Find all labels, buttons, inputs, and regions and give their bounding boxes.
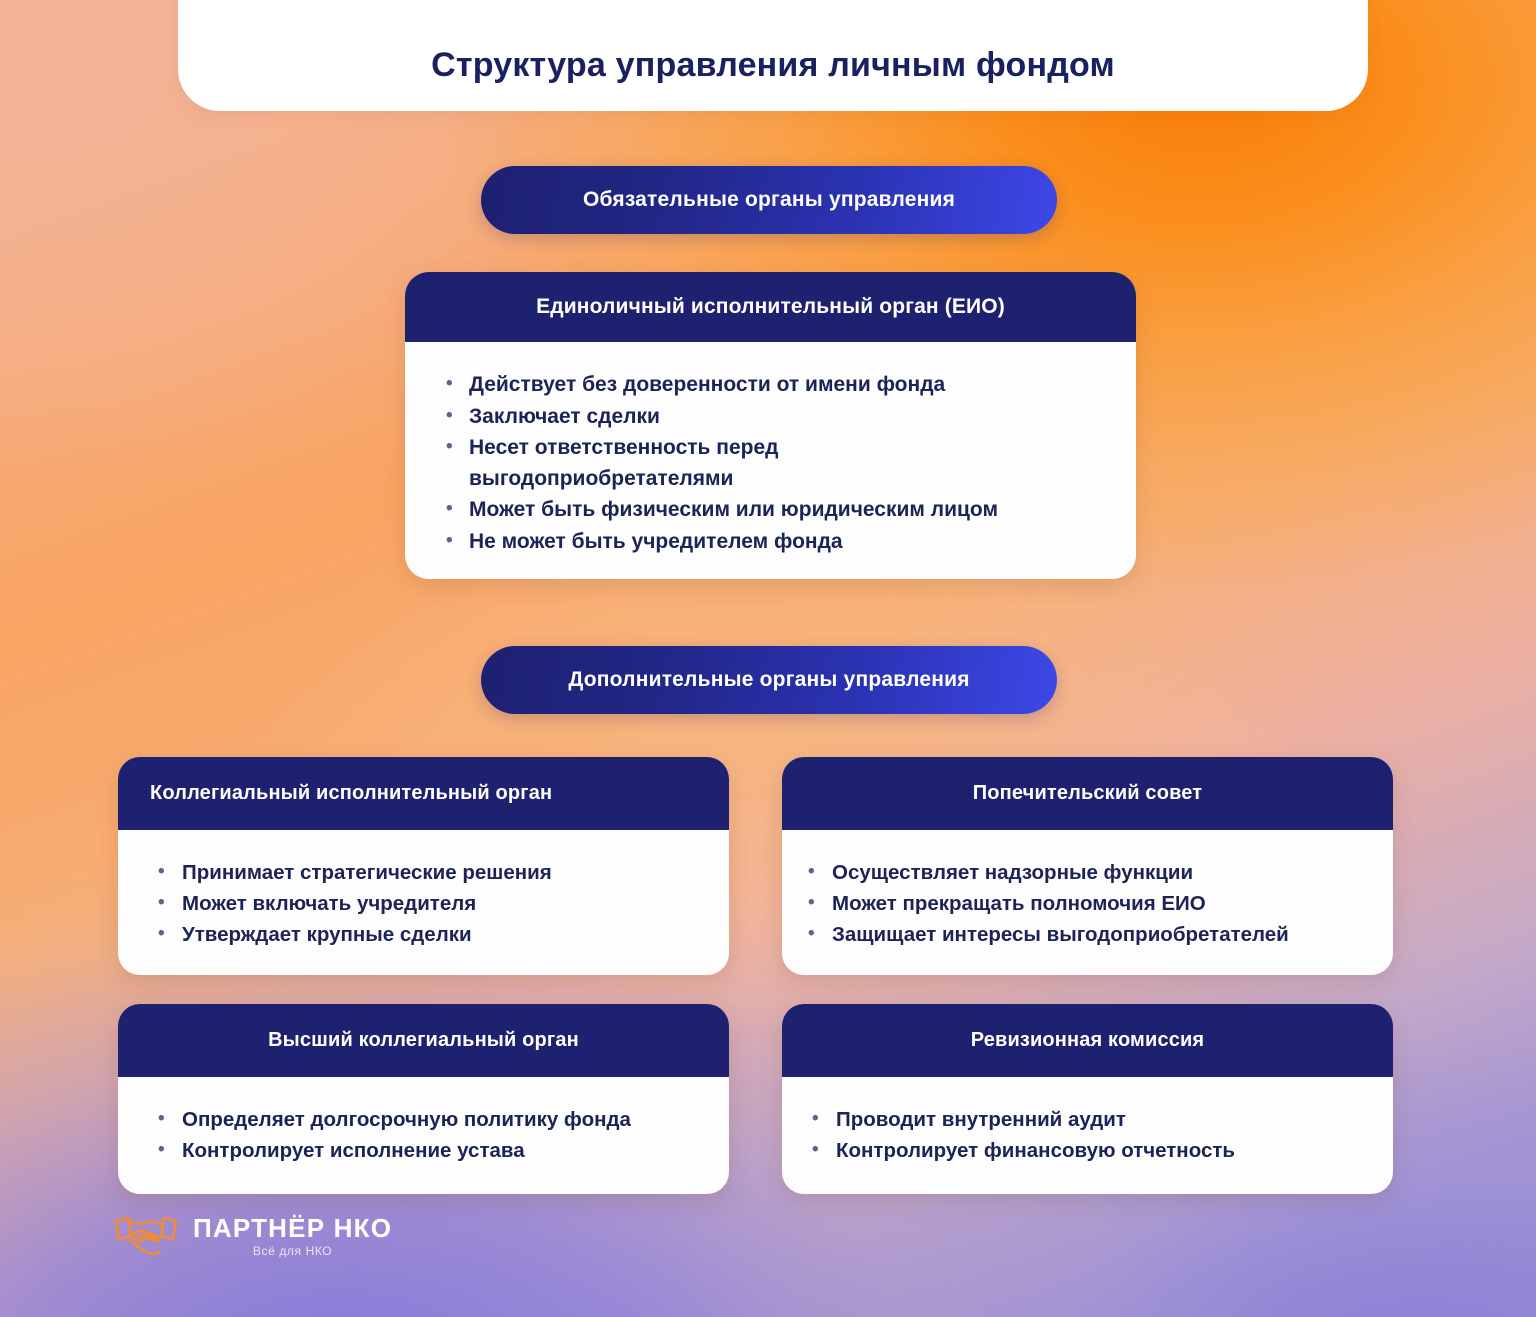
badge-additional-label: Дополнительные органы управления (568, 668, 970, 691)
header-card: Структура управления личным фондом (178, 0, 1368, 111)
card-title-supreme-collegial-body: Высший коллегиальный орган (268, 1029, 579, 1051)
bullet-list-supreme-collegial-body: Определяет долгосрочную политику фонда К… (152, 1104, 729, 1166)
card-audit-commission: Ревизионная комиссия Проводит внутренний… (782, 1004, 1393, 1194)
list-item: Контролирует исполнение устава (152, 1135, 729, 1166)
badge-mandatory-bodies: Обязательные органы управления (481, 166, 1057, 234)
list-item: Утверждает крупные сделки (152, 919, 729, 950)
list-item: Несет ответственность перед выгодоприобр… (433, 432, 863, 494)
card-body-sole-executive-body: Действует без доверенности от имени фонд… (405, 342, 1136, 557)
bullet-list-audit-commission: Проводит внутренний аудит Контролирует ф… (806, 1104, 1393, 1166)
brand-logo: ПАРТНЁР НКО Всё для НКО (113, 1210, 392, 1262)
bullet-list-sole-executive-body: Действует без доверенности от имени фонд… (433, 369, 1136, 558)
card-sole-executive-body: Единоличный исполнительный орган (ЕИО) Д… (405, 272, 1136, 579)
card-body-trustee-council: Осуществляет надзорные функции Может пре… (782, 830, 1393, 950)
bullet-list-trustee-council: Осуществляет надзорные функции Может пре… (802, 857, 1393, 950)
card-supreme-collegial-body: Высший коллегиальный орган Определяет до… (118, 1004, 729, 1194)
badge-mandatory-label: Обязательные органы управления (582, 188, 956, 211)
list-item: Контролирует финансовую отчетность (806, 1135, 1393, 1166)
brand-logo-text: ПАРТНЁР НКО Всё для НКО (193, 1213, 392, 1260)
list-item: Может прекращать полномочия ЕИО (802, 888, 1393, 919)
badge-additional-bodies: Дополнительные органы управления (481, 646, 1057, 714)
card-title-collegial-executive-body: Коллегиальный исполнительный орган (150, 782, 553, 804)
card-header-sole-executive-body: Единоличный исполнительный орган (ЕИО) (405, 272, 1136, 342)
list-item: Заключает сделки (433, 401, 1136, 433)
list-item: Определяет долгосрочную политику фонда (152, 1104, 729, 1135)
list-item: Может быть физическим или юридическим ли… (433, 494, 1136, 526)
bullet-list-collegial-executive-body: Принимает стратегические решения Может в… (152, 857, 729, 950)
card-body-audit-commission: Проводит внутренний аудит Контролирует ф… (782, 1077, 1393, 1166)
card-trustee-council: Попечительский совет Осуществляет надзор… (782, 757, 1393, 975)
list-item: Осуществляет надзорные функции (802, 857, 1393, 888)
card-header-collegial-executive-body: Коллегиальный исполнительный орган (118, 757, 729, 830)
card-title-audit-commission: Ревизионная комиссия (970, 1029, 1205, 1051)
card-header-audit-commission: Ревизионная комиссия (782, 1004, 1393, 1077)
list-item: Проводит внутренний аудит (806, 1104, 1393, 1135)
brand-tagline: Всё для НКО (252, 1243, 333, 1258)
page-title: Структура управления личным фондом (431, 46, 1115, 84)
list-item: Защищает интересы выгодоприобретателей (802, 919, 1393, 950)
list-item: Может включать учредителя (152, 888, 729, 919)
card-title-trustee-council: Попечительский совет (972, 782, 1203, 804)
list-item: Принимает стратегические решения (152, 857, 729, 888)
card-header-supreme-collegial-body: Высший коллегиальный орган (118, 1004, 729, 1077)
card-title-sole-executive-body: Единоличный исполнительный орган (ЕИО) (536, 295, 1005, 318)
card-body-supreme-collegial-body: Определяет долгосрочную политику фонда К… (118, 1077, 729, 1166)
handshake-icon (113, 1210, 179, 1262)
card-collegial-executive-body: Коллегиальный исполнительный орган Прини… (118, 757, 729, 975)
list-item: Действует без доверенности от имени фонд… (433, 369, 1136, 401)
list-item: Не может быть учредителем фонда (433, 526, 1136, 558)
card-header-trustee-council: Попечительский совет (782, 757, 1393, 830)
brand-name: ПАРТНЁР НКО (193, 1212, 393, 1243)
card-body-collegial-executive-body: Принимает стратегические решения Может в… (118, 830, 729, 950)
